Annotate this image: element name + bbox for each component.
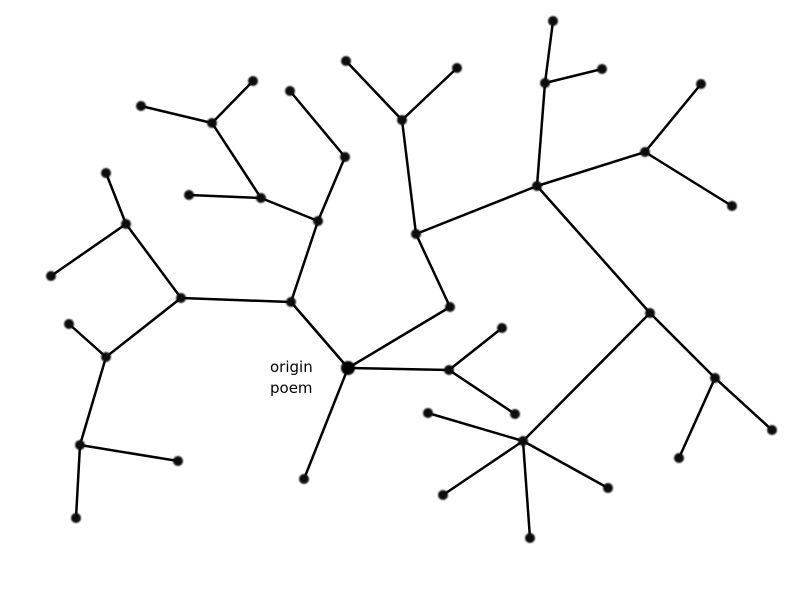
tree-node [121,219,131,229]
tree-node [645,308,655,318]
origin-poem-label: origin poem [270,357,332,399]
tree-edge [139,104,214,125]
tree-edge [535,184,652,315]
tree-edge [346,305,452,370]
tree-edge [521,311,652,443]
tree-node [525,533,535,543]
tree-edge [49,222,128,278]
tree-edge [400,118,418,236]
tree-edge [447,368,517,416]
tree-node [64,319,74,329]
tree-node [710,373,720,383]
tree-edge [643,150,734,208]
tree-edge [521,439,610,490]
tree-node [299,474,309,484]
tree-edge [414,232,452,309]
tree-node [46,271,56,281]
tree-node [497,323,507,333]
tree-node [445,302,455,312]
tree-node [727,201,737,211]
tree-edge [346,366,451,372]
tree-node [286,297,296,307]
tree-node [540,78,550,88]
tree-edge [74,443,82,520]
tree-node [696,79,706,89]
tree-node [397,115,407,125]
tree-node [444,365,454,375]
tree-node [411,229,421,239]
tree-node [340,152,350,162]
tree-edge [67,322,108,359]
tree-node [101,168,111,178]
tree-node [136,101,146,111]
tree-node [285,86,295,96]
tree-node [603,483,613,493]
tree-edge [414,184,539,236]
tree-node [510,409,520,419]
tree-node [640,147,650,157]
tree-edge [543,67,604,85]
tree-nodes [46,16,777,543]
tree-node [597,64,607,74]
origin-node [341,361,355,375]
tree-edge [259,196,320,223]
tree-node [674,453,684,463]
tree-edge [78,355,108,447]
tree-edge [521,439,532,540]
tree-node [101,352,111,362]
tree-node [173,456,183,466]
tree-edge [316,155,347,223]
tree-edge [543,19,555,85]
tree-node [71,513,81,523]
tree-edge [535,150,647,188]
origin-label-line1: origin [270,358,313,376]
tree-edge [78,443,180,463]
origin-label-line2: poem [270,379,313,397]
tree-edge [643,82,703,154]
tree-edge [104,171,128,226]
tree-edge [441,439,525,497]
tree-node [207,118,217,128]
tree-edge [289,219,320,304]
tree-edge [400,66,459,122]
tree-edge [210,121,263,200]
tree-edge [426,411,525,443]
tree-node [313,216,323,226]
tree-edge [289,300,350,370]
tree-edge [288,89,347,159]
tree-edge [344,59,404,122]
tree-node [176,293,186,303]
tree-edge [104,296,183,359]
tree-node [452,63,462,73]
tree-node [767,425,777,435]
tree-edge [124,222,183,300]
tree-edge [302,366,350,481]
tree-edge [179,296,293,304]
tree-node [532,181,542,191]
tree-edge [210,79,255,125]
tree-node [256,193,266,203]
tree-edges [49,19,774,540]
tree-edge [648,311,717,380]
tree-node [438,490,448,500]
tree-node [184,190,194,200]
tree-node [248,76,258,86]
tree-edge [535,81,547,188]
tree-node [75,440,85,450]
tree-node [518,436,528,446]
tree-node [341,56,351,66]
tree-node [548,16,558,26]
tree-edge [713,376,774,432]
tree-edge [677,376,717,460]
tree-edge [447,326,504,372]
tree-node [423,408,433,418]
tree-edge [187,193,263,200]
